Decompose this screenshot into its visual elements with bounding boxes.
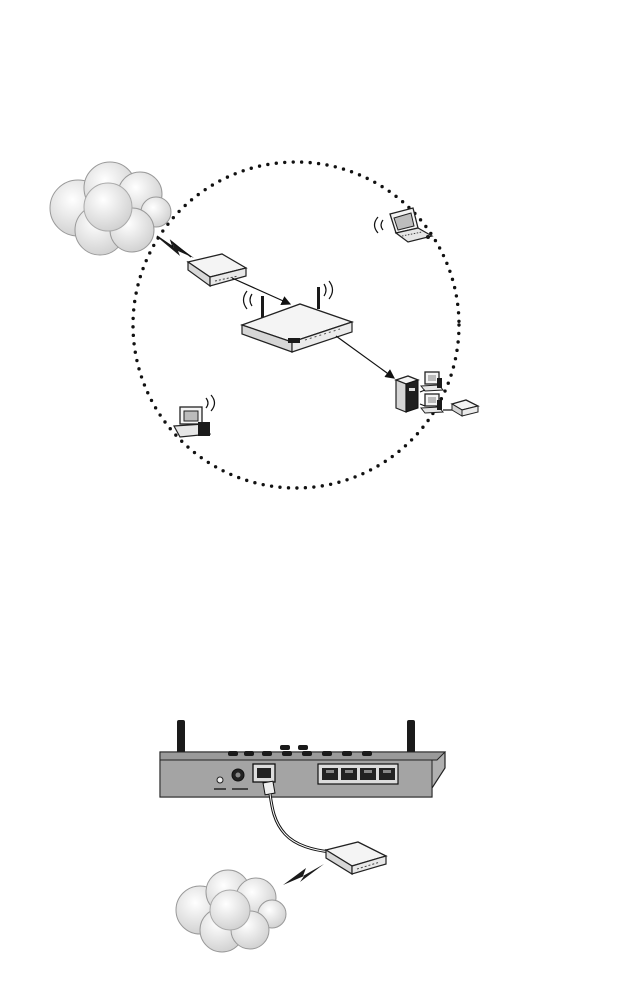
arrow-router-to-server xyxy=(336,336,394,378)
internet-cloud xyxy=(176,870,286,952)
broadband-modem xyxy=(188,254,246,286)
internet-cloud xyxy=(50,162,171,255)
wired-workstation-2 xyxy=(421,394,443,413)
wired-printer xyxy=(452,400,478,416)
router-rear-panel-connection xyxy=(160,720,445,952)
broadband-modem xyxy=(326,842,386,874)
wireless-desktop xyxy=(174,395,215,437)
wireless-laptop xyxy=(375,208,433,242)
router-logo xyxy=(288,338,300,343)
wireless-router xyxy=(242,281,352,352)
lan-port-4 xyxy=(379,768,395,780)
router-rear-panel xyxy=(160,745,445,797)
lan-port-2 xyxy=(341,768,357,780)
lightning-bolt-icon xyxy=(283,864,324,885)
lan-port-1 xyxy=(322,768,338,780)
lan-port-3 xyxy=(360,768,376,780)
reset-button xyxy=(217,777,223,783)
wired-pc-server xyxy=(396,376,418,412)
wired-workstation-1 xyxy=(421,372,443,391)
wireless-network-overview xyxy=(50,162,478,488)
